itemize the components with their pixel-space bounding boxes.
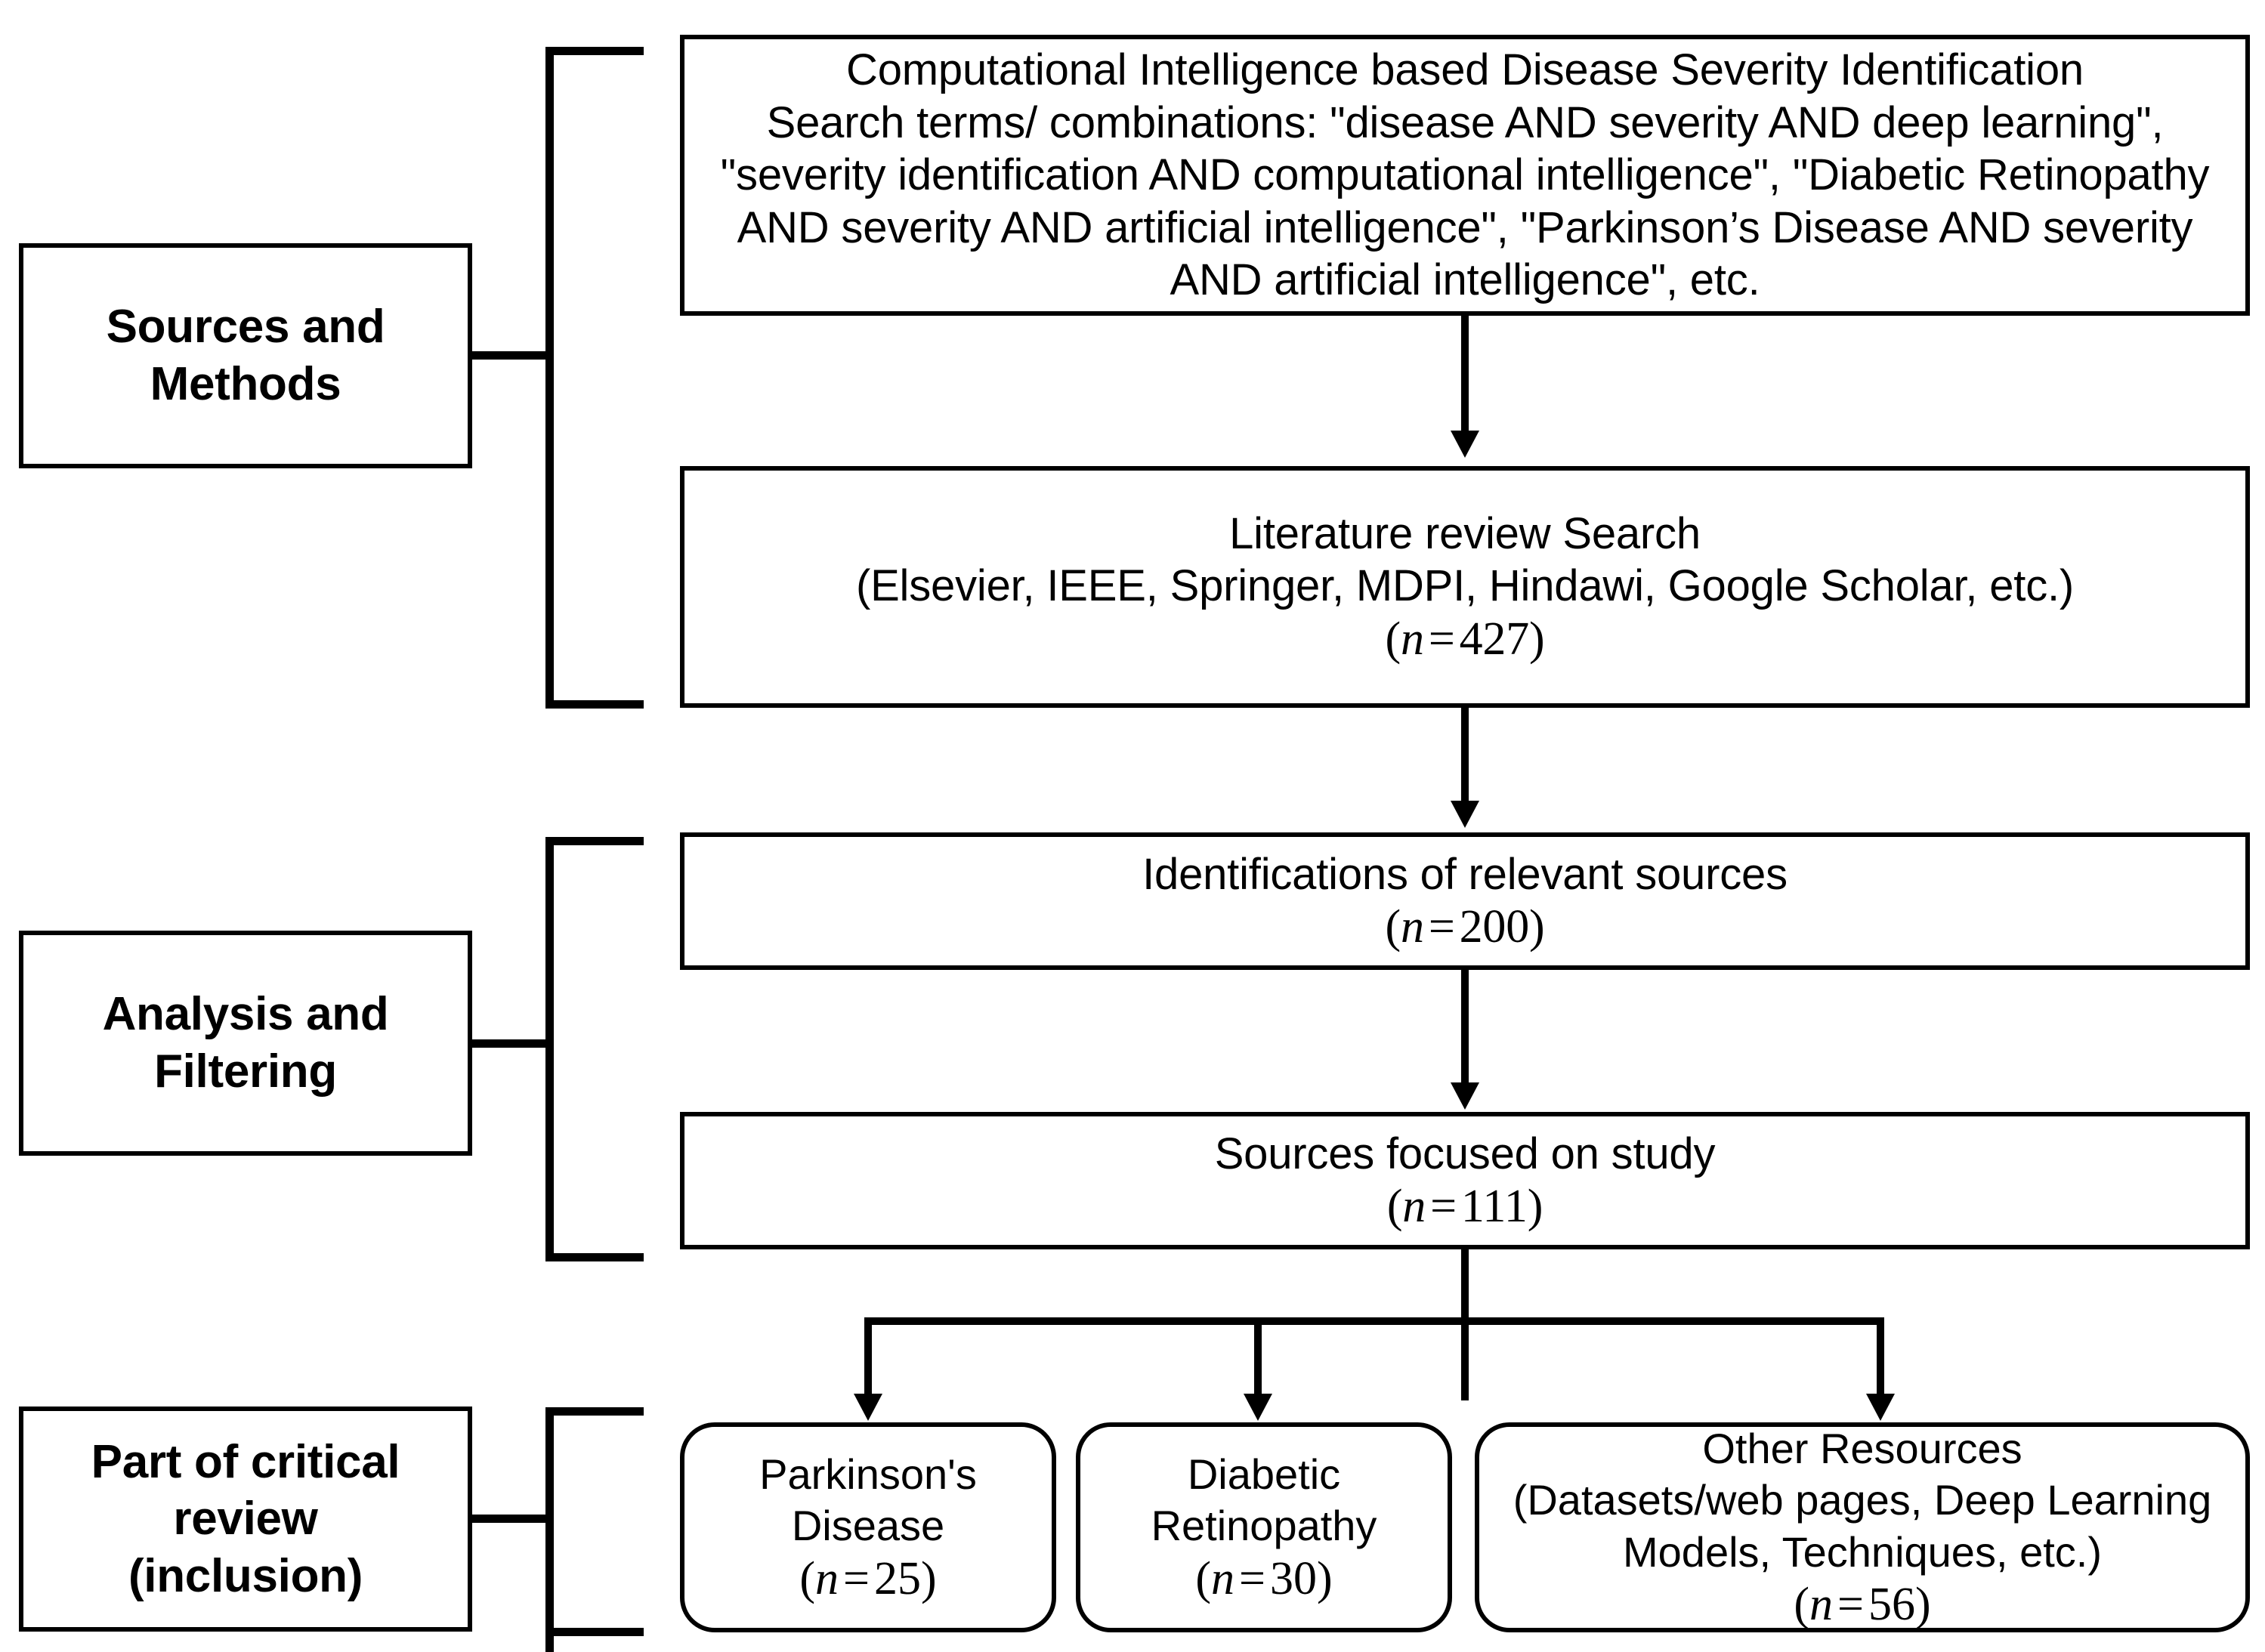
stage-label-line: Sources and [106, 301, 385, 354]
bracket-spine-analysis-and-filtering [545, 837, 554, 1261]
process-line: (Elsevier, IEEE, Springer, MDPI, Hindawi… [855, 561, 2075, 611]
leaf-line: Retinopathy [1151, 1502, 1377, 1550]
process-box-sources-focused-on-study: Sources focused on study (n=111) [680, 1112, 2250, 1249]
process-box-search-terms: Computational Intelligence based Disease… [680, 35, 2250, 316]
bracket-bottom-stub-analysis-and-filtering [545, 1253, 644, 1261]
sample-size-identifications: (n=200) [1385, 901, 1545, 953]
process-line: Computational Intelligence based Disease… [846, 45, 2084, 95]
stage-label-analysis-and-filtering: Analysis and Filtering [19, 931, 472, 1156]
sample-size-other-resources: (n=56) [1794, 1578, 1931, 1630]
arrowhead-icon [1451, 1082, 1479, 1110]
bracket-bottom-stub-sources-and-methods [545, 700, 644, 709]
connector-branch-parkinsons [864, 1317, 872, 1407]
leaf-box-parkinsons-disease: Parkinson's Disease (n=25) [680, 1422, 1056, 1632]
connector-branch-other-resources [1877, 1317, 1884, 1407]
stage-label-line: Methods [150, 358, 341, 410]
process-line: Search terms/ combinations: "disease AND… [766, 97, 2164, 147]
process-box-literature-review-search: Literature review Search (Elsevier, IEEE… [680, 466, 2250, 708]
process-line: "severity identification AND computation… [720, 150, 2210, 200]
process-line: Literature review Search [1229, 508, 1701, 558]
stage-label-sources-and-methods: Sources and Methods [19, 243, 472, 468]
sample-size-parkinsons: (n=25) [799, 1552, 937, 1604]
bracket-top-stub-sources-and-methods [545, 47, 644, 55]
connector-literature-review-to-identifications [1461, 708, 1469, 806]
bracket-label-stub-sources-and-methods [472, 351, 548, 360]
process-line: Identifications of relevant sources [1142, 849, 1788, 899]
connector-split-trunk [1461, 1249, 1469, 1400]
sample-size-sources-focused: (n=111) [1386, 1181, 1543, 1233]
connector-branch-diabetic-retinopathy [1254, 1317, 1262, 1407]
stage-label-line: (inclusion) [128, 1549, 363, 1602]
stage-label-line: Analysis and [102, 988, 389, 1041]
bracket-label-stub-part-of-critical-review [472, 1515, 548, 1523]
leaf-box-other-resources: Other Resources (Datasets/web pages, Dee… [1475, 1422, 2250, 1632]
leaf-line: Other Resources [1702, 1424, 2022, 1472]
stage-label-line: Filtering [154, 1045, 337, 1098]
leaf-line: Diabetic [1187, 1450, 1341, 1499]
arrowhead-icon [1244, 1394, 1272, 1421]
bracket-top-stub-analysis-and-filtering [545, 837, 644, 845]
bracket-bottom-stub-part-of-critical-review [545, 1628, 644, 1636]
bracket-spine-part-of-critical-review [545, 1407, 554, 1652]
connector-identifications-to-sources-focused [1461, 970, 1469, 1087]
process-line: Sources focused on study [1214, 1129, 1716, 1178]
connector-split-bar [864, 1317, 1884, 1325]
sample-size-diabetic-retinopathy: (n=30) [1195, 1552, 1333, 1604]
bracket-top-stub-part-of-critical-review [545, 1407, 644, 1416]
sample-size-literature-review: (n=427) [1385, 613, 1545, 665]
arrowhead-icon [1451, 801, 1479, 828]
bracket-label-stub-analysis-and-filtering [472, 1039, 548, 1048]
stage-label-line: review [173, 1493, 318, 1545]
arrowhead-icon [1451, 431, 1479, 458]
leaf-line: Disease [791, 1502, 945, 1550]
leaf-line: Parkinson's [759, 1450, 977, 1499]
stage-label-line: Part of critical [91, 1435, 400, 1488]
leaf-line: Models, Techniques, etc.) [1623, 1527, 2102, 1576]
leaf-box-diabetic-retinopathy: Diabetic Retinopathy (n=30) [1076, 1422, 1452, 1632]
leaf-line: (Datasets/web pages, Deep Learning [1513, 1476, 2212, 1524]
process-box-identifications-of-relevant-sources: Identifications of relevant sources (n=2… [680, 832, 2250, 970]
arrowhead-icon [854, 1394, 882, 1421]
process-line: AND artificial intelligence", etc. [1170, 255, 1760, 305]
bracket-spine-sources-and-methods [545, 47, 554, 709]
arrowhead-icon [1866, 1394, 1895, 1421]
connector-search-terms-to-literature-review [1461, 316, 1469, 437]
process-line: AND severity AND artificial intelligence… [737, 202, 2193, 252]
stage-label-part-of-critical-review: Part of critical review (inclusion) [19, 1407, 472, 1632]
